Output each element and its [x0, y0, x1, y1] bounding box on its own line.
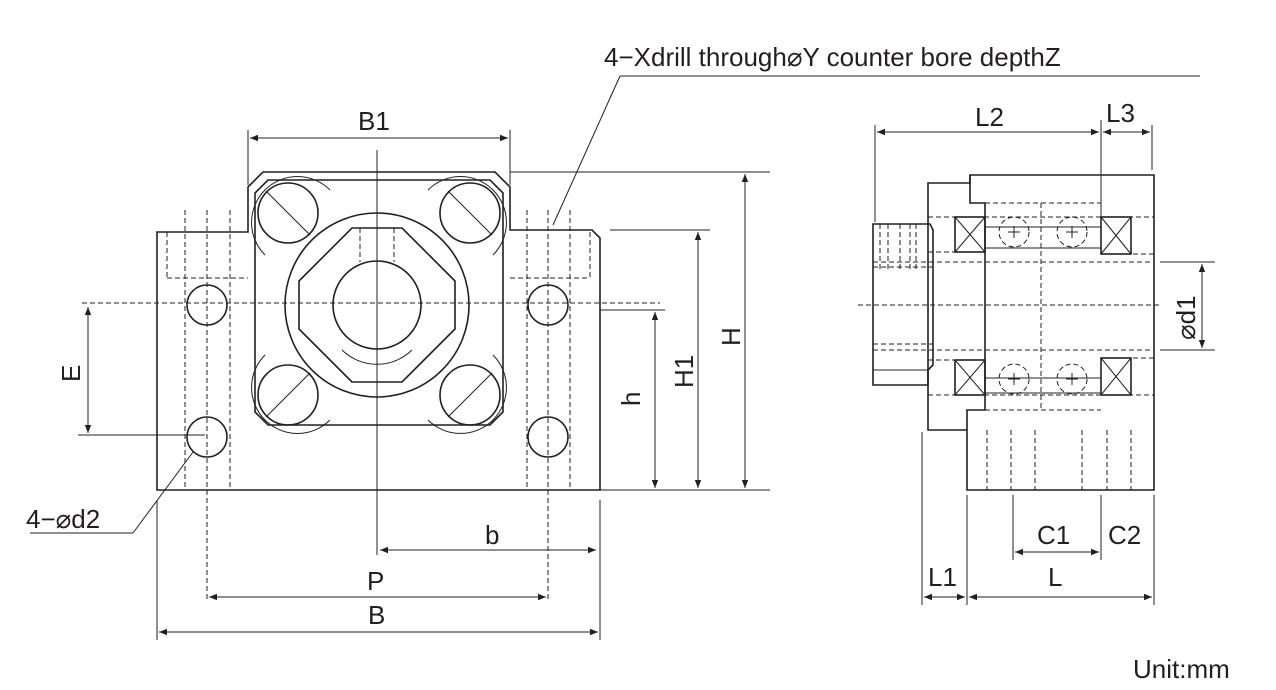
- side-dimensions: L2 L3 ⌀d1 C1 C2 L1 L: [874, 98, 1215, 605]
- dim-L2: L2: [975, 102, 1004, 132]
- dim-d1: ⌀d1: [1171, 295, 1201, 340]
- dim-E: E: [56, 365, 86, 382]
- front-dimensions: B1 H H1 h E 4−⌀d2 b P B: [26, 106, 770, 640]
- side-view: [858, 120, 1160, 491]
- dim-L1: L1: [928, 562, 957, 592]
- dim-B: B: [368, 600, 385, 630]
- dim-h: h: [616, 392, 646, 406]
- dim-b: b: [485, 520, 499, 550]
- unit-label: Unit:mm: [1133, 654, 1230, 684]
- bearings: [954, 216, 1132, 396]
- front-view: [82, 150, 660, 600]
- dim-C2: C2: [1108, 520, 1141, 550]
- title-label: 4−Xdrill through⌀Y counter bore depthZ: [604, 42, 1061, 72]
- dim-H1: H1: [669, 355, 699, 388]
- dim-C1: C1: [1037, 520, 1070, 550]
- dim-L3: L3: [1106, 98, 1135, 128]
- dim-L: L: [1048, 562, 1062, 592]
- bolt-holes: [251, 176, 507, 434]
- title-callout: 4−Xdrill through⌀Y counter bore depthZ: [552, 42, 1200, 226]
- dim-d2: 4−⌀d2: [26, 504, 100, 534]
- dim-P: P: [367, 566, 384, 596]
- dim-H: H: [716, 327, 746, 346]
- dim-B1: B1: [358, 106, 390, 136]
